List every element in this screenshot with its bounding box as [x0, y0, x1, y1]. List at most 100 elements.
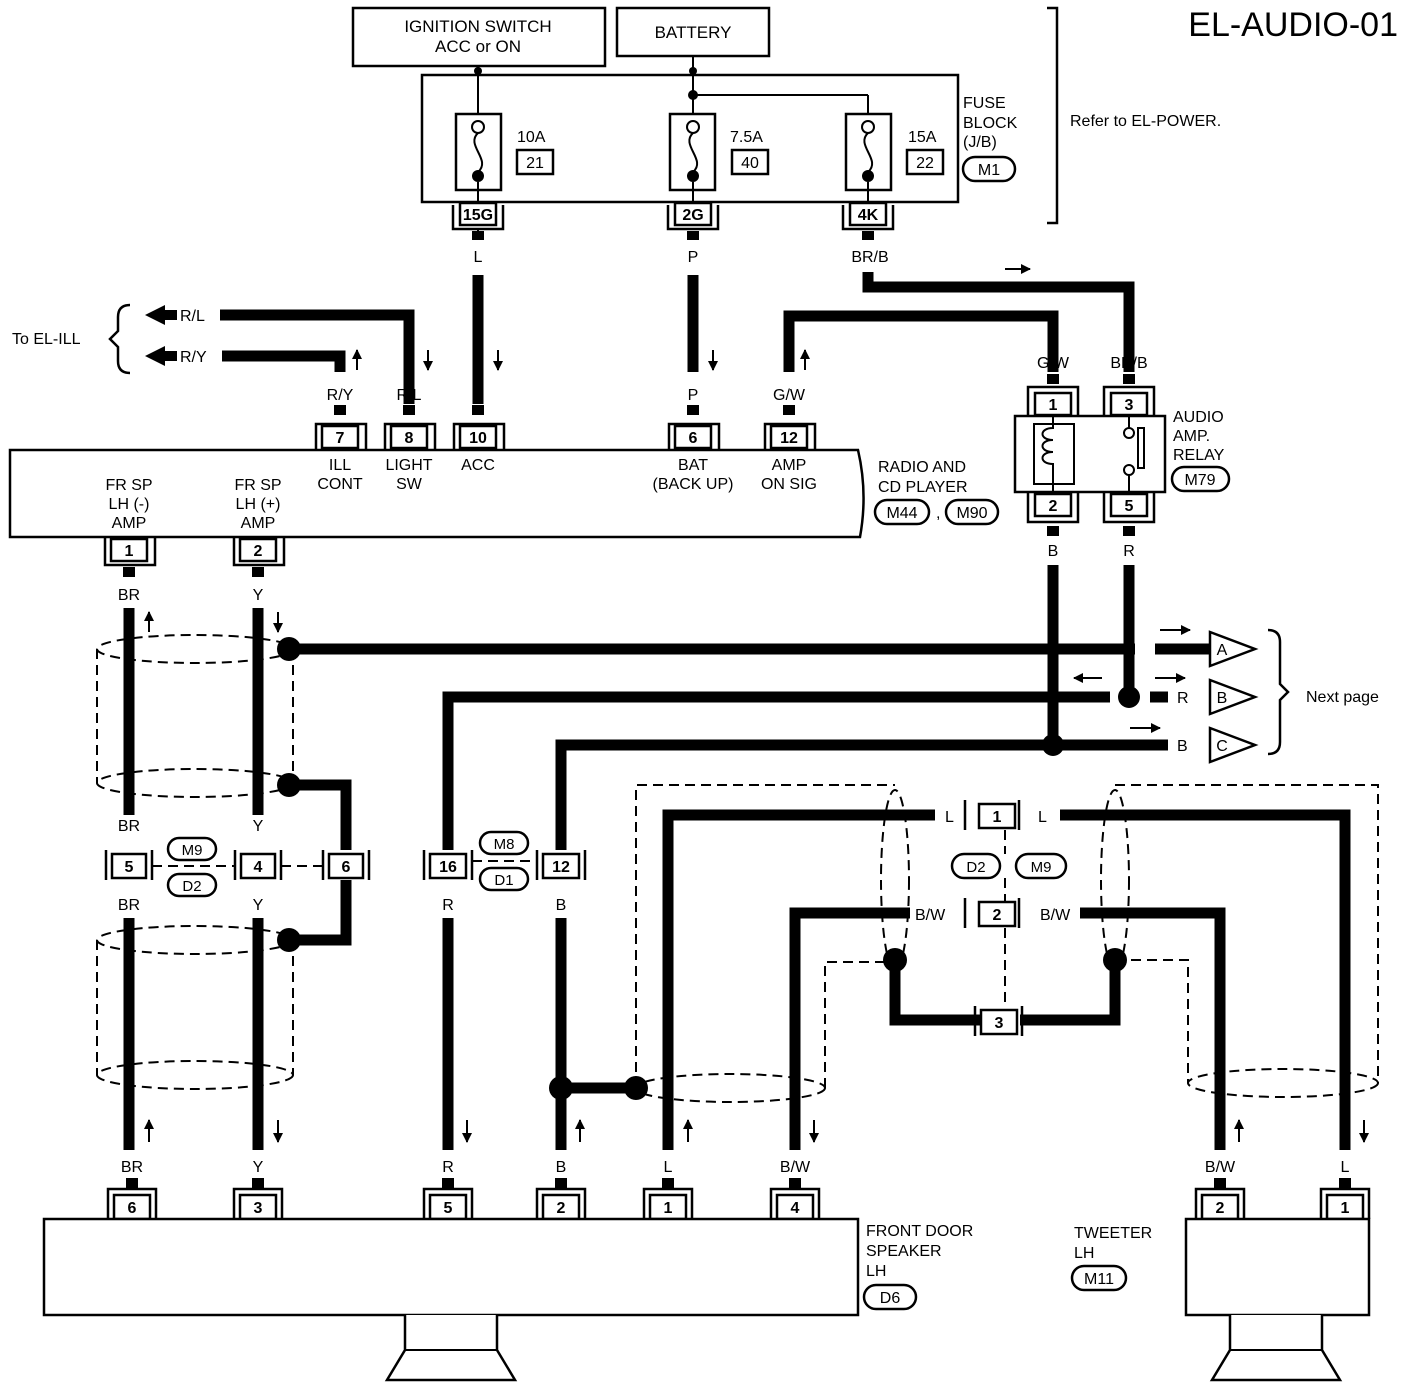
speaker-pin: 1	[664, 1200, 673, 1217]
radio-pin-name: ILL	[329, 457, 351, 474]
wire-label: L	[1038, 809, 1047, 826]
radio-label-line2: CD PLAYER	[878, 479, 968, 496]
tweeter-label-line2: LH	[1074, 1245, 1094, 1262]
radio-connector-sep: ,	[936, 505, 940, 522]
radio-pin: 6	[689, 430, 698, 447]
radio-pin-name: ON SIG	[761, 476, 817, 493]
joint-pin: 2	[993, 907, 1002, 924]
wire-label: R/Y	[327, 387, 354, 404]
fuse-block-label-line3: (J/B)	[963, 134, 997, 151]
radio-pin-name: BAT	[678, 457, 708, 474]
ignition-label-line2: ACC or ON	[435, 37, 521, 56]
fuse-amps: 7.5A	[730, 129, 763, 146]
joint-pin: 5	[125, 859, 134, 876]
next-page-id: A	[1217, 642, 1228, 659]
wire-label: B	[556, 1159, 567, 1176]
relay-label-line2: AMP.	[1173, 428, 1210, 445]
wire-R-Y	[222, 350, 346, 372]
joint-connector-id: M9	[182, 842, 203, 859]
wire-label: B	[556, 818, 567, 835]
left-wire-pair: BR Y BR Y 5 4 6 M9 D2 BR Y	[96, 587, 371, 1150]
relay-label-line3: RELAY	[1173, 447, 1225, 464]
fuse-block: 10A 21 7.5A 40 15A 22 15G 2G 4K FUSE BLO…	[420, 56, 1018, 231]
tweeter-pin: 1	[1341, 1200, 1350, 1217]
joint-pin: 3	[995, 1015, 1004, 1032]
radio-pin-name: (BACK UP)	[653, 476, 734, 493]
battery-label: BATTERY	[655, 23, 732, 42]
wire-label: Y	[253, 818, 264, 835]
radio-cd-player: R/Y R/L G/W 7 8 10 6 12 ILL CONT LIGHT S…	[8, 387, 1000, 577]
fuse-block-connector: M1	[978, 162, 1000, 179]
radio-pin-name: ACC	[461, 457, 495, 474]
next-page-marker-c[interactable]	[1208, 726, 1259, 764]
radio-label-line1: RADIO AND	[878, 459, 966, 476]
fuse-number: 21	[526, 155, 544, 172]
wire-label: B/W	[1205, 1159, 1236, 1176]
fuse-22	[844, 112, 893, 202]
speaker-label-line2: SPEAKER	[866, 1243, 942, 1260]
relay-pin: 5	[1125, 498, 1134, 515]
radio-pin-name: LH (+)	[236, 496, 281, 513]
next-page-id: B	[1217, 690, 1228, 707]
speaker-pin: 3	[254, 1200, 263, 1217]
next-page-id: C	[1216, 738, 1228, 755]
next-page-label: Next page	[1306, 689, 1379, 706]
wire-label: L	[474, 387, 483, 404]
radio-pin: 2	[254, 543, 263, 560]
right-wire-pairs: L 1 L D2 M9 B/W 2 B/W 3	[662, 784, 1379, 1150]
joint-pin: 4	[254, 859, 263, 876]
wire-label: G/W	[1037, 355, 1070, 372]
wire-label: BR	[121, 1159, 143, 1176]
refer-text: Refer to EL-POWER.	[1070, 113, 1221, 130]
relay-pin: 1	[1049, 397, 1058, 414]
speaker-label-line3: LH	[866, 1263, 886, 1280]
radio-pin: 8	[405, 430, 414, 447]
relay-pin: 3	[1125, 397, 1134, 414]
joint-connector-id: M8	[494, 836, 515, 853]
audio-amp-relay: G/W BR/B 1 3 2 5 B R AUDIO AMP. RELAY M7…	[1013, 355, 1231, 560]
wire-label: BR	[118, 897, 140, 914]
wire-label: BR	[118, 818, 140, 835]
radio-pin-name: FR SP	[105, 477, 152, 494]
speaker-connector: D6	[880, 1290, 901, 1307]
wire-label: G/W	[773, 387, 806, 404]
wire-label: R	[442, 818, 454, 835]
page-title: EL-AUDIO-01	[1188, 6, 1398, 44]
fuse-terminal: 15G	[463, 207, 493, 224]
radio-pin: 7	[336, 430, 345, 447]
fuse-number: 22	[916, 155, 934, 172]
wire-label: P	[688, 249, 699, 266]
front-door-speaker: BR Y R B L B/W 6 3 5 2 1 4 FRONT DOOR S	[42, 1159, 973, 1382]
joint-pin: 16	[439, 859, 457, 876]
wire-label: L	[664, 1159, 673, 1176]
radio-pin-name: AMP	[241, 515, 276, 532]
to-el-ill-label: To EL-ILL	[12, 331, 81, 348]
wire-label: B/W	[915, 907, 946, 924]
fuse-40	[668, 112, 717, 202]
wire-label: BR/B	[851, 249, 888, 266]
tweeter-pin: 2	[1216, 1200, 1225, 1217]
fuse-number: 40	[741, 155, 759, 172]
wire-label: B/W	[1040, 907, 1071, 924]
wire-label: B	[1048, 543, 1059, 560]
wire-label: Y	[253, 1159, 264, 1176]
speaker-pin: 4	[791, 1200, 800, 1217]
speaker-label-line1: FRONT DOOR	[866, 1223, 973, 1240]
wire-G-W	[783, 310, 1059, 372]
wire-BR-B	[862, 272, 1135, 372]
radio-pin-name: FR SP	[234, 477, 281, 494]
wire-label: L	[474, 249, 483, 266]
radio-pin-name: CONT	[317, 476, 363, 493]
next-page-marker-b[interactable]	[1208, 678, 1259, 716]
tweeter-connector: M11	[1084, 1271, 1114, 1288]
wire-R-L	[220, 309, 415, 404]
joint-connector-id: D2	[182, 878, 201, 895]
wire-label: B	[1177, 738, 1188, 755]
radio-pin: 10	[469, 430, 487, 447]
next-page: A R B B C Next page	[289, 625, 1379, 850]
refer-bracket	[1047, 6, 1059, 225]
wire-label: R	[1177, 690, 1189, 707]
wire-label: BR	[118, 587, 140, 604]
next-page-marker-a[interactable]	[1208, 630, 1259, 668]
